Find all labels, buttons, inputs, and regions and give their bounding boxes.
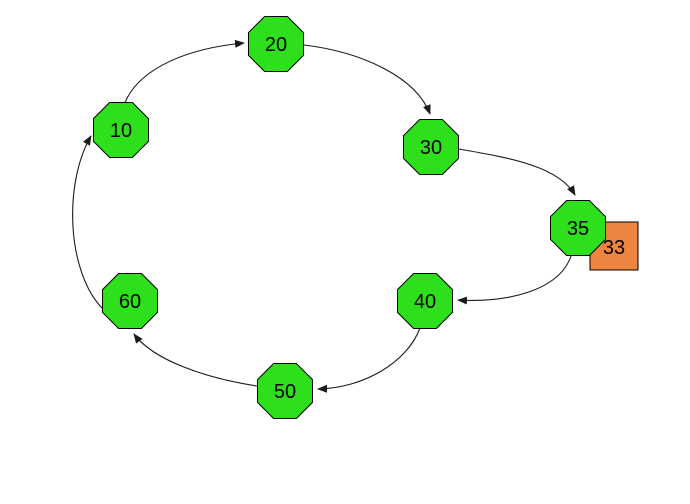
node-40-octagon[interactable] [397,273,453,329]
edge-40-50[interactable] [317,327,421,393]
edge-10-20[interactable] [124,39,245,103]
edge-35-40[interactable] [457,255,572,305]
node-20-label: 20 [265,34,287,56]
node-60-label: 60 [119,291,141,313]
label-layer: 10 20 30 35 40 50 60 33 [110,34,625,403]
node-30-octagon[interactable] [403,119,459,175]
node-layer [93,16,606,419]
edge-20-30[interactable] [303,44,431,115]
node-30-label: 30 [420,137,442,159]
node-35-octagon[interactable] [550,200,606,256]
node-20-octagon[interactable] [248,16,304,72]
edge-30-35[interactable] [458,148,576,196]
edge-layer [72,39,576,393]
node-33-label: 33 [603,237,625,259]
node-10-octagon[interactable] [93,102,149,158]
edge-50-60[interactable] [133,333,258,387]
node-40-label: 40 [414,291,436,313]
node-50-label: 50 [274,381,296,403]
node-50-octagon[interactable] [257,363,313,419]
node-60-octagon[interactable] [102,273,158,329]
edge-60-10[interactable] [72,135,104,310]
node-10-label: 10 [110,120,132,142]
node-35-label: 35 [567,218,589,240]
